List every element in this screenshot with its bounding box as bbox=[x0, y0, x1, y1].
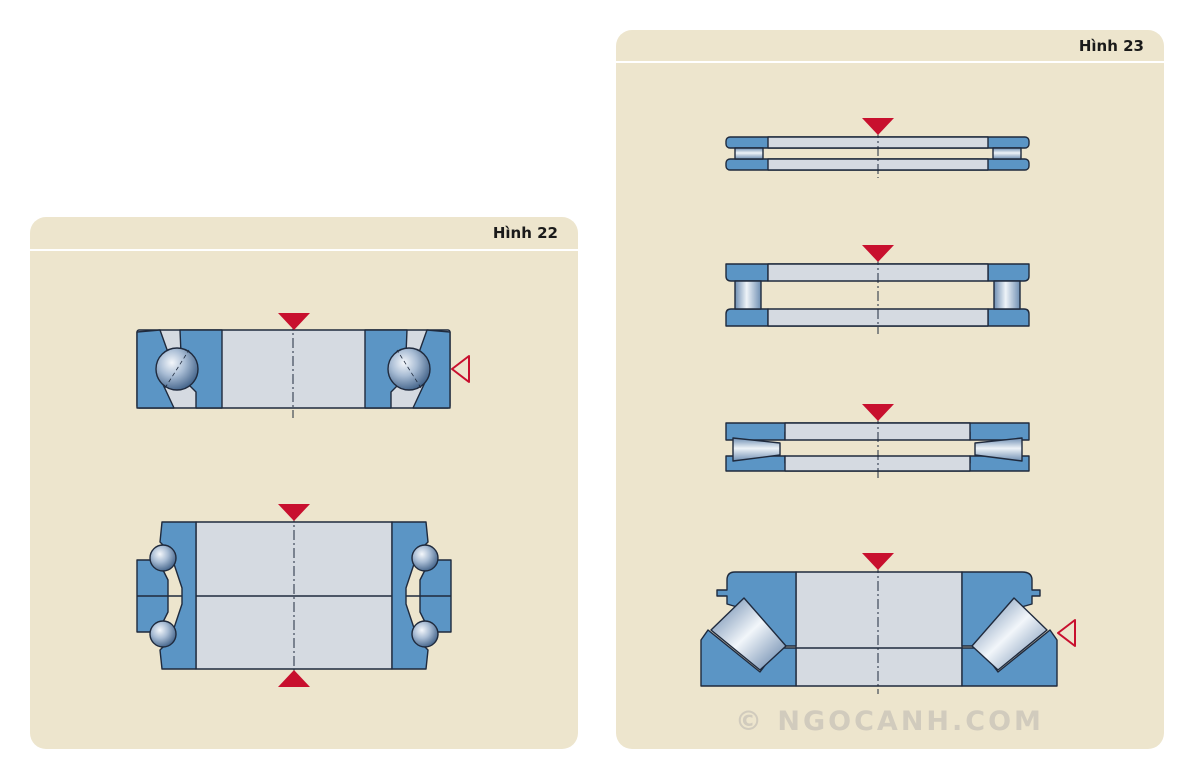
figure-title: Hình 22 bbox=[492, 224, 558, 242]
watermark: © NGOCANH.COM bbox=[735, 706, 1044, 737]
roller-icon bbox=[992, 147, 1022, 160]
tapered-roller-icon bbox=[974, 437, 1023, 462]
load-arrow-down-icon bbox=[862, 245, 894, 262]
roller-icon bbox=[993, 280, 1021, 310]
ball-icon bbox=[411, 544, 439, 572]
ball-icon bbox=[149, 620, 177, 648]
bearing-bore bbox=[795, 571, 963, 687]
roller-icon bbox=[734, 147, 764, 160]
tapered-roller-icon bbox=[732, 437, 781, 462]
panel-header: Hình 23 bbox=[616, 30, 1164, 63]
ball-icon bbox=[149, 544, 177, 572]
load-arrow-down-icon bbox=[862, 553, 894, 570]
roller-icon bbox=[734, 280, 762, 310]
load-arrow-down-icon bbox=[862, 118, 894, 135]
spherical-roller-thrust-bearing bbox=[700, 571, 1058, 687]
axial-load-icon bbox=[1057, 619, 1076, 647]
spherical-roller-icon bbox=[710, 597, 787, 671]
axial-load-icon bbox=[451, 355, 470, 383]
figure-title: Hình 23 bbox=[1078, 37, 1144, 55]
spherical-roller-icon bbox=[971, 597, 1048, 671]
load-arrow-down-icon bbox=[278, 504, 310, 521]
ball-icon bbox=[411, 620, 439, 648]
load-arrow-up-icon bbox=[278, 670, 310, 687]
load-arrow-down-icon bbox=[278, 313, 310, 330]
load-arrow-down-icon bbox=[862, 404, 894, 421]
panel-header: Hình 22 bbox=[30, 217, 578, 251]
